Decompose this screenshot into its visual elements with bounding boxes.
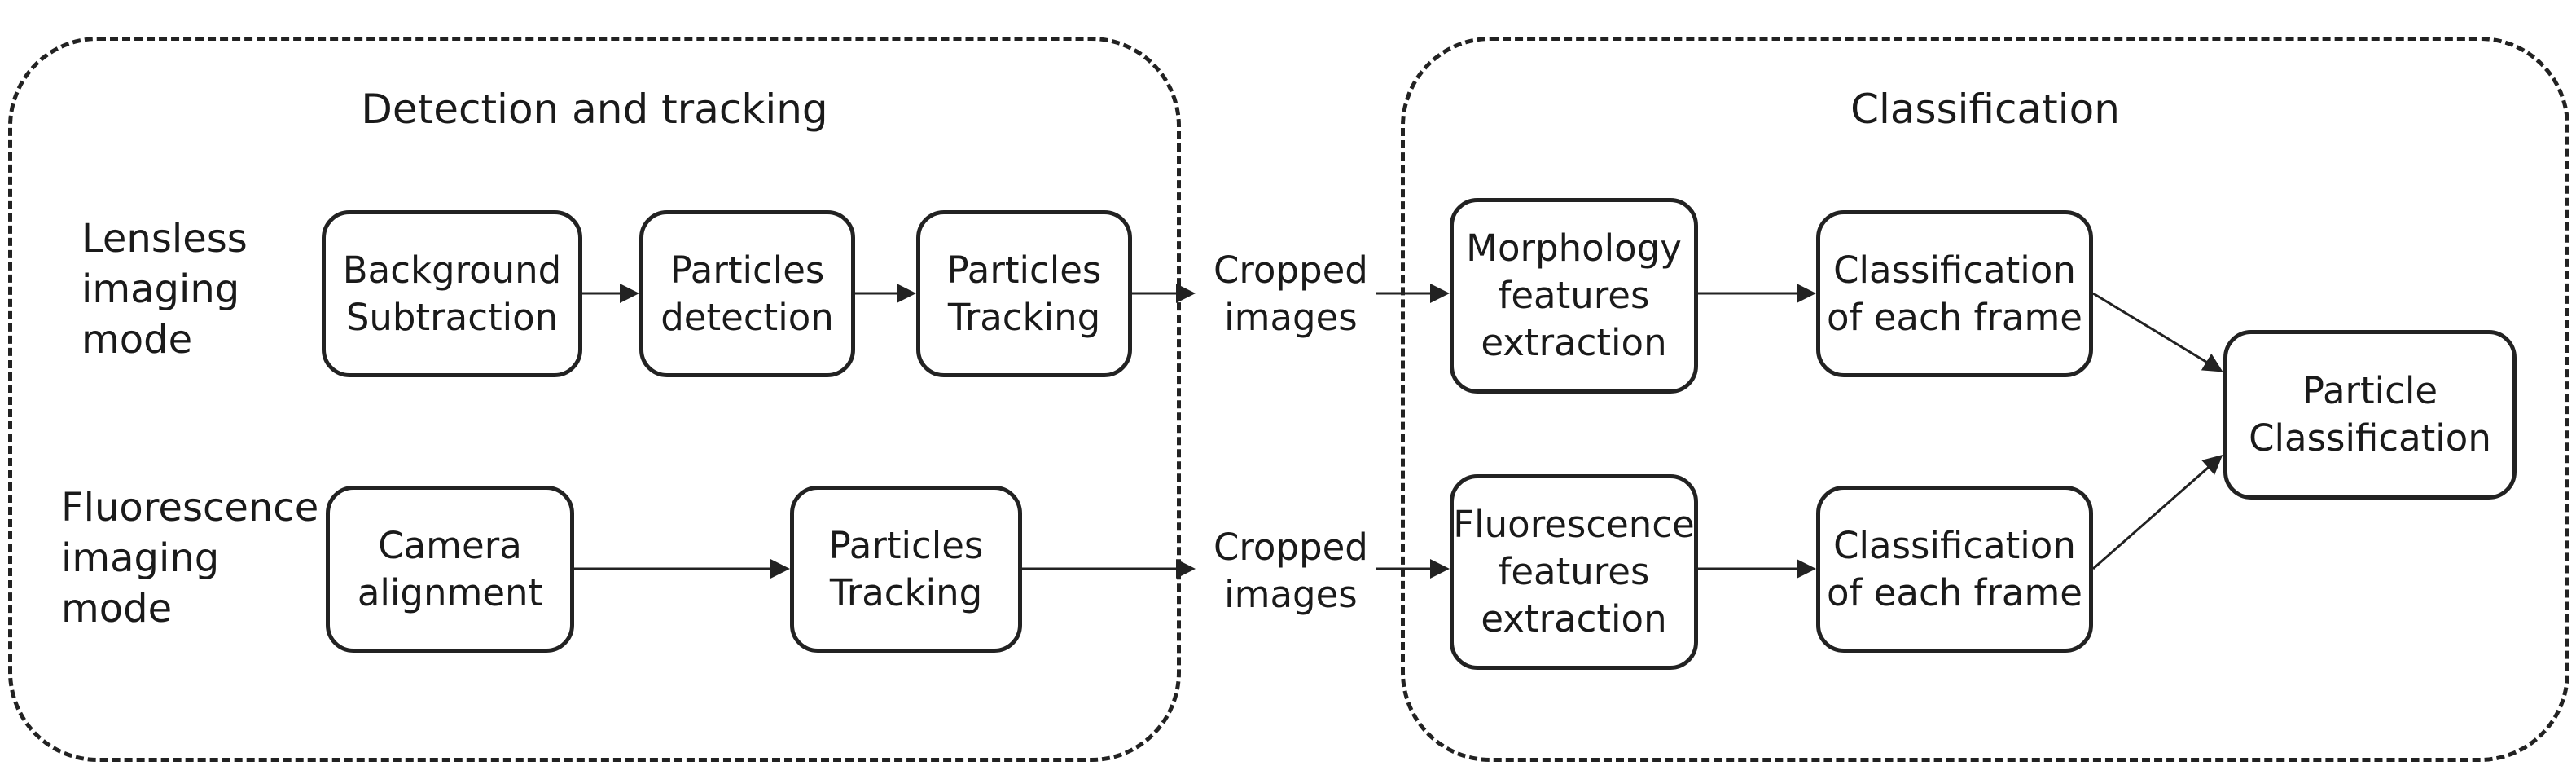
morphology-features-label: Morphology features extraction — [1466, 227, 1682, 364]
classification-frame-top-box: Classification of each frame — [1816, 210, 2093, 377]
lensless-mode-label: Lensless imaging mode — [81, 216, 248, 363]
particles-detection-box: Particles detection — [639, 210, 855, 377]
camera-alignment-box: Camera alignment — [326, 486, 574, 653]
detection-tracking-title: Detection and tracking — [361, 86, 828, 133]
classification-frame-bottom-label: Classification of each frame — [1827, 523, 2082, 614]
detection-tracking-group: Detection and tracking — [8, 37, 1181, 762]
fluorescence-features-box: Fluorescence features extraction — [1450, 474, 1698, 670]
cropped-images-bottom-label: Cropped images — [1213, 526, 1368, 616]
fluorescence-features-label: Fluorescence features extraction — [1453, 503, 1695, 640]
fluorescence-mode-label: Fluorescence imaging mode — [61, 485, 319, 632]
particle-classification-label: Particle Classification — [2249, 369, 2491, 460]
background-subtraction-box: Background Subtraction — [322, 210, 582, 377]
morphology-features-box: Morphology features extraction — [1450, 198, 1698, 394]
arrow-bottom-frame-to-particle — [2092, 455, 2223, 570]
particles-tracking-bottom-label: Particles Tracking — [828, 523, 984, 614]
particle-classification-box: Particle Classification — [2223, 330, 2517, 500]
classification-frame-bottom-box: Classification of each frame — [1816, 486, 2093, 653]
background-subtraction-label: Background Subtraction — [342, 248, 562, 339]
particles-detection-label: Particles detection — [660, 248, 834, 339]
classification-title: Classification — [1850, 86, 2120, 133]
camera-alignment-label: Camera alignment — [357, 523, 543, 614]
particles-tracking-top-label: Particles Tracking — [946, 248, 1102, 339]
particles-tracking-bottom-box: Particles Tracking — [790, 486, 1022, 653]
cropped-images-top-label: Cropped images — [1213, 249, 1368, 339]
classification-frame-top-label: Classification of each frame — [1827, 248, 2082, 339]
classification-group: Classification — [1401, 37, 2569, 762]
arrow-top-frame-to-particle — [2092, 292, 2223, 372]
particles-tracking-top-box: Particles Tracking — [916, 210, 1132, 377]
